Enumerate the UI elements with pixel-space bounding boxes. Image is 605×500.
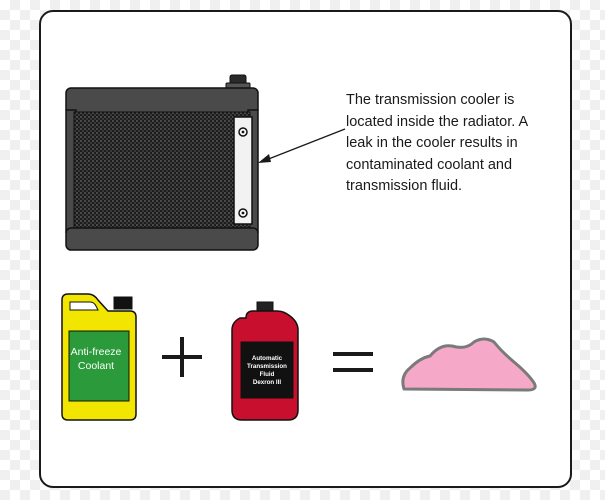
pointer-arrow [258, 128, 346, 163]
atf-label-line: Automatic [251, 355, 283, 362]
antifreeze-jug [61, 293, 137, 421]
transmission-fluid-bottle [231, 301, 299, 421]
antifreeze-label-line: Coolant [77, 360, 115, 372]
transmission-cooler [233, 116, 253, 225]
atf-label: Automatic Transmission Fluid Dexron III [242, 355, 292, 387]
caption-line: The transmission cooler is [346, 92, 515, 108]
atf-label-line: Transmission [247, 363, 287, 370]
caption-line: leak in the cooler results in [346, 135, 518, 151]
caption-text: The transmission cooler is located insid… [346, 90, 556, 198]
plus-sign: + [162, 337, 202, 377]
antifreeze-label-panel [68, 330, 130, 402]
equals-sign: = [333, 352, 373, 372]
radiator-top-tank [65, 87, 259, 115]
atf-label-line: Fluid [259, 371, 275, 378]
radiator [65, 74, 259, 251]
caption-line: contaminated coolant and [346, 156, 513, 173]
radiator-bottom-tank [65, 227, 259, 251]
atf-label-panel [240, 341, 294, 399]
atf-label-line: Dexron III [252, 379, 282, 386]
antifreeze-label: Anti-freeze Coolant [66, 345, 126, 373]
radiator-core [73, 111, 251, 233]
contaminated-fluid-puddle [401, 337, 537, 392]
caption-line: transmission fluid. [346, 178, 463, 194]
caption-line: located inside the radiator. A [346, 113, 529, 130]
antifreeze-label-line: Anti-freeze [70, 346, 122, 358]
